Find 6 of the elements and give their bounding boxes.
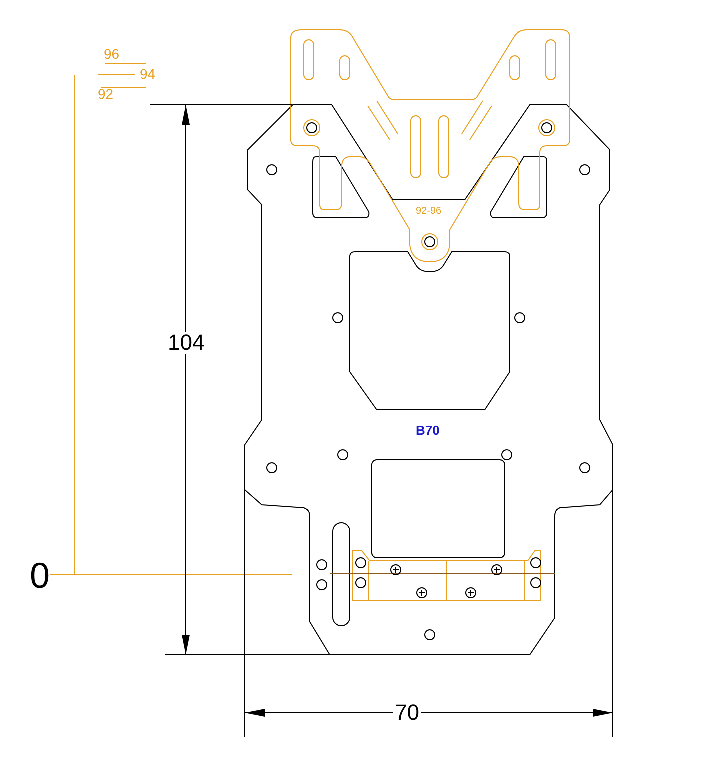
dimension-value: 94 [140,67,156,81]
part-label: B70 [416,424,440,437]
dimension-value: 96 [104,47,120,61]
dimension-value: 92 [98,87,114,101]
dimension-value: 0 [30,558,50,594]
part-label: 92-96 [416,207,442,217]
